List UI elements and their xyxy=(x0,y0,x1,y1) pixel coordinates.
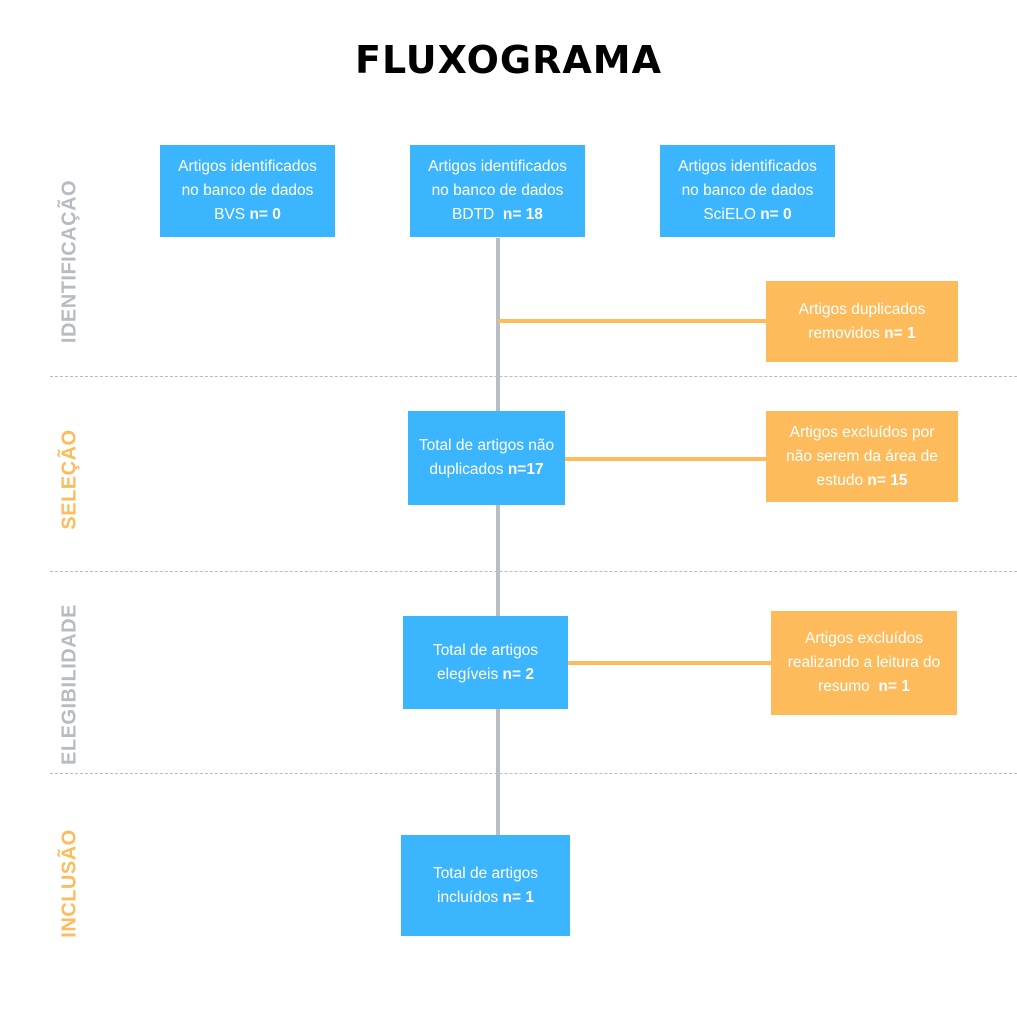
source-db: SciELO xyxy=(703,206,756,223)
source-db-line: BDTD n= 18 xyxy=(452,203,543,227)
stage-divider xyxy=(50,571,1017,572)
main-text: Total de artigos xyxy=(432,864,539,882)
source-db-line: SciELO n= 0 xyxy=(703,203,791,227)
exclusion-text: Artigos excluídos por xyxy=(789,423,935,441)
main-text: duplicados xyxy=(429,461,504,478)
source-text: Artigos identificados xyxy=(678,158,817,175)
source-count: n= 0 xyxy=(760,206,792,223)
connector-duplicates xyxy=(498,319,766,323)
main-box-non-duplicates: Total de artigos não duplicados n=17 xyxy=(408,411,565,505)
source-db: BDTD xyxy=(452,206,499,223)
source-db: BVS xyxy=(214,206,246,223)
stage-divider xyxy=(50,773,1017,774)
main-text-line: incluídos n= 1 xyxy=(437,886,534,910)
stage-divider xyxy=(50,376,1017,377)
exclusion-text: não serem da área de xyxy=(786,447,938,465)
main-box-included: Total de artigos incluídos n= 1 xyxy=(401,835,570,936)
source-text: Artigos identificados xyxy=(428,158,567,175)
source-count: n= 0 xyxy=(249,206,281,223)
main-text: incluídos xyxy=(437,888,499,906)
main-text: elegíveis xyxy=(437,665,499,683)
stage-label-elegibilidade: ELEGIBILIDADE xyxy=(58,604,81,765)
stage-label-selecao: SELEÇÃO xyxy=(58,429,81,530)
diagram-title: FLUXOGRAMA xyxy=(354,38,662,82)
exclusion-text: Artigos duplicados xyxy=(798,300,926,318)
exclusion-text: removidos xyxy=(808,324,880,342)
main-text-line: duplicados n=17 xyxy=(429,458,543,482)
main-count: n= 2 xyxy=(502,665,534,683)
main-text: Total de artigos não xyxy=(418,437,555,454)
main-text-line: elegíveis n= 2 xyxy=(437,663,534,687)
exclusion-count: n= 1 xyxy=(884,324,916,342)
source-box-bvs: Artigos identificados no banco de dados … xyxy=(160,145,335,237)
exclusion-text: estudo xyxy=(816,471,864,489)
exclusion-count: n= 1 xyxy=(878,678,910,695)
exclusion-box-area: Artigos excluídos por não serem da área … xyxy=(766,411,958,502)
connector-excluded-area xyxy=(563,457,766,461)
exclusion-box-duplicates: Artigos duplicados removidos n= 1 xyxy=(766,281,958,362)
source-text: Artigos identificados xyxy=(178,158,317,175)
main-text: Total de artigos xyxy=(432,641,539,659)
exclusion-text-line: estudo n= 15 xyxy=(817,469,908,493)
source-db-line: BVS n= 0 xyxy=(214,203,281,227)
exclusion-count: n= 15 xyxy=(867,471,908,489)
stage-label-identificacao: IDENTIFICAÇÃO xyxy=(58,179,81,344)
main-flow-connector xyxy=(496,238,500,838)
source-text: no banco de dados xyxy=(181,182,314,199)
source-text: no banco de dados xyxy=(681,182,814,199)
exclusion-box-abstract: Artigos excluídos realizando a leitura d… xyxy=(771,611,957,715)
exclusion-text: realizando a leitura do xyxy=(787,654,941,671)
source-text: no banco de dados xyxy=(431,182,564,199)
source-count: n= 18 xyxy=(502,206,543,223)
stage-label-inclusao: INCLUSÃO xyxy=(58,829,81,938)
exclusion-text: resumo xyxy=(818,678,875,695)
connector-excluded-abstract xyxy=(567,661,771,665)
exclusion-text: Artigos excluídos xyxy=(804,630,924,647)
source-box-scielo: Artigos identificados no banco de dados … xyxy=(660,145,835,237)
exclusion-text-line: resumo n= 1 xyxy=(818,675,910,699)
main-box-eligible: Total de artigos elegíveis n= 2 xyxy=(403,616,568,709)
main-count: n=17 xyxy=(507,461,544,478)
source-box-bdtd: Artigos identificados no banco de dados … xyxy=(410,145,585,237)
exclusion-text-line: removidos n= 1 xyxy=(808,322,915,346)
main-count: n= 1 xyxy=(502,888,534,906)
